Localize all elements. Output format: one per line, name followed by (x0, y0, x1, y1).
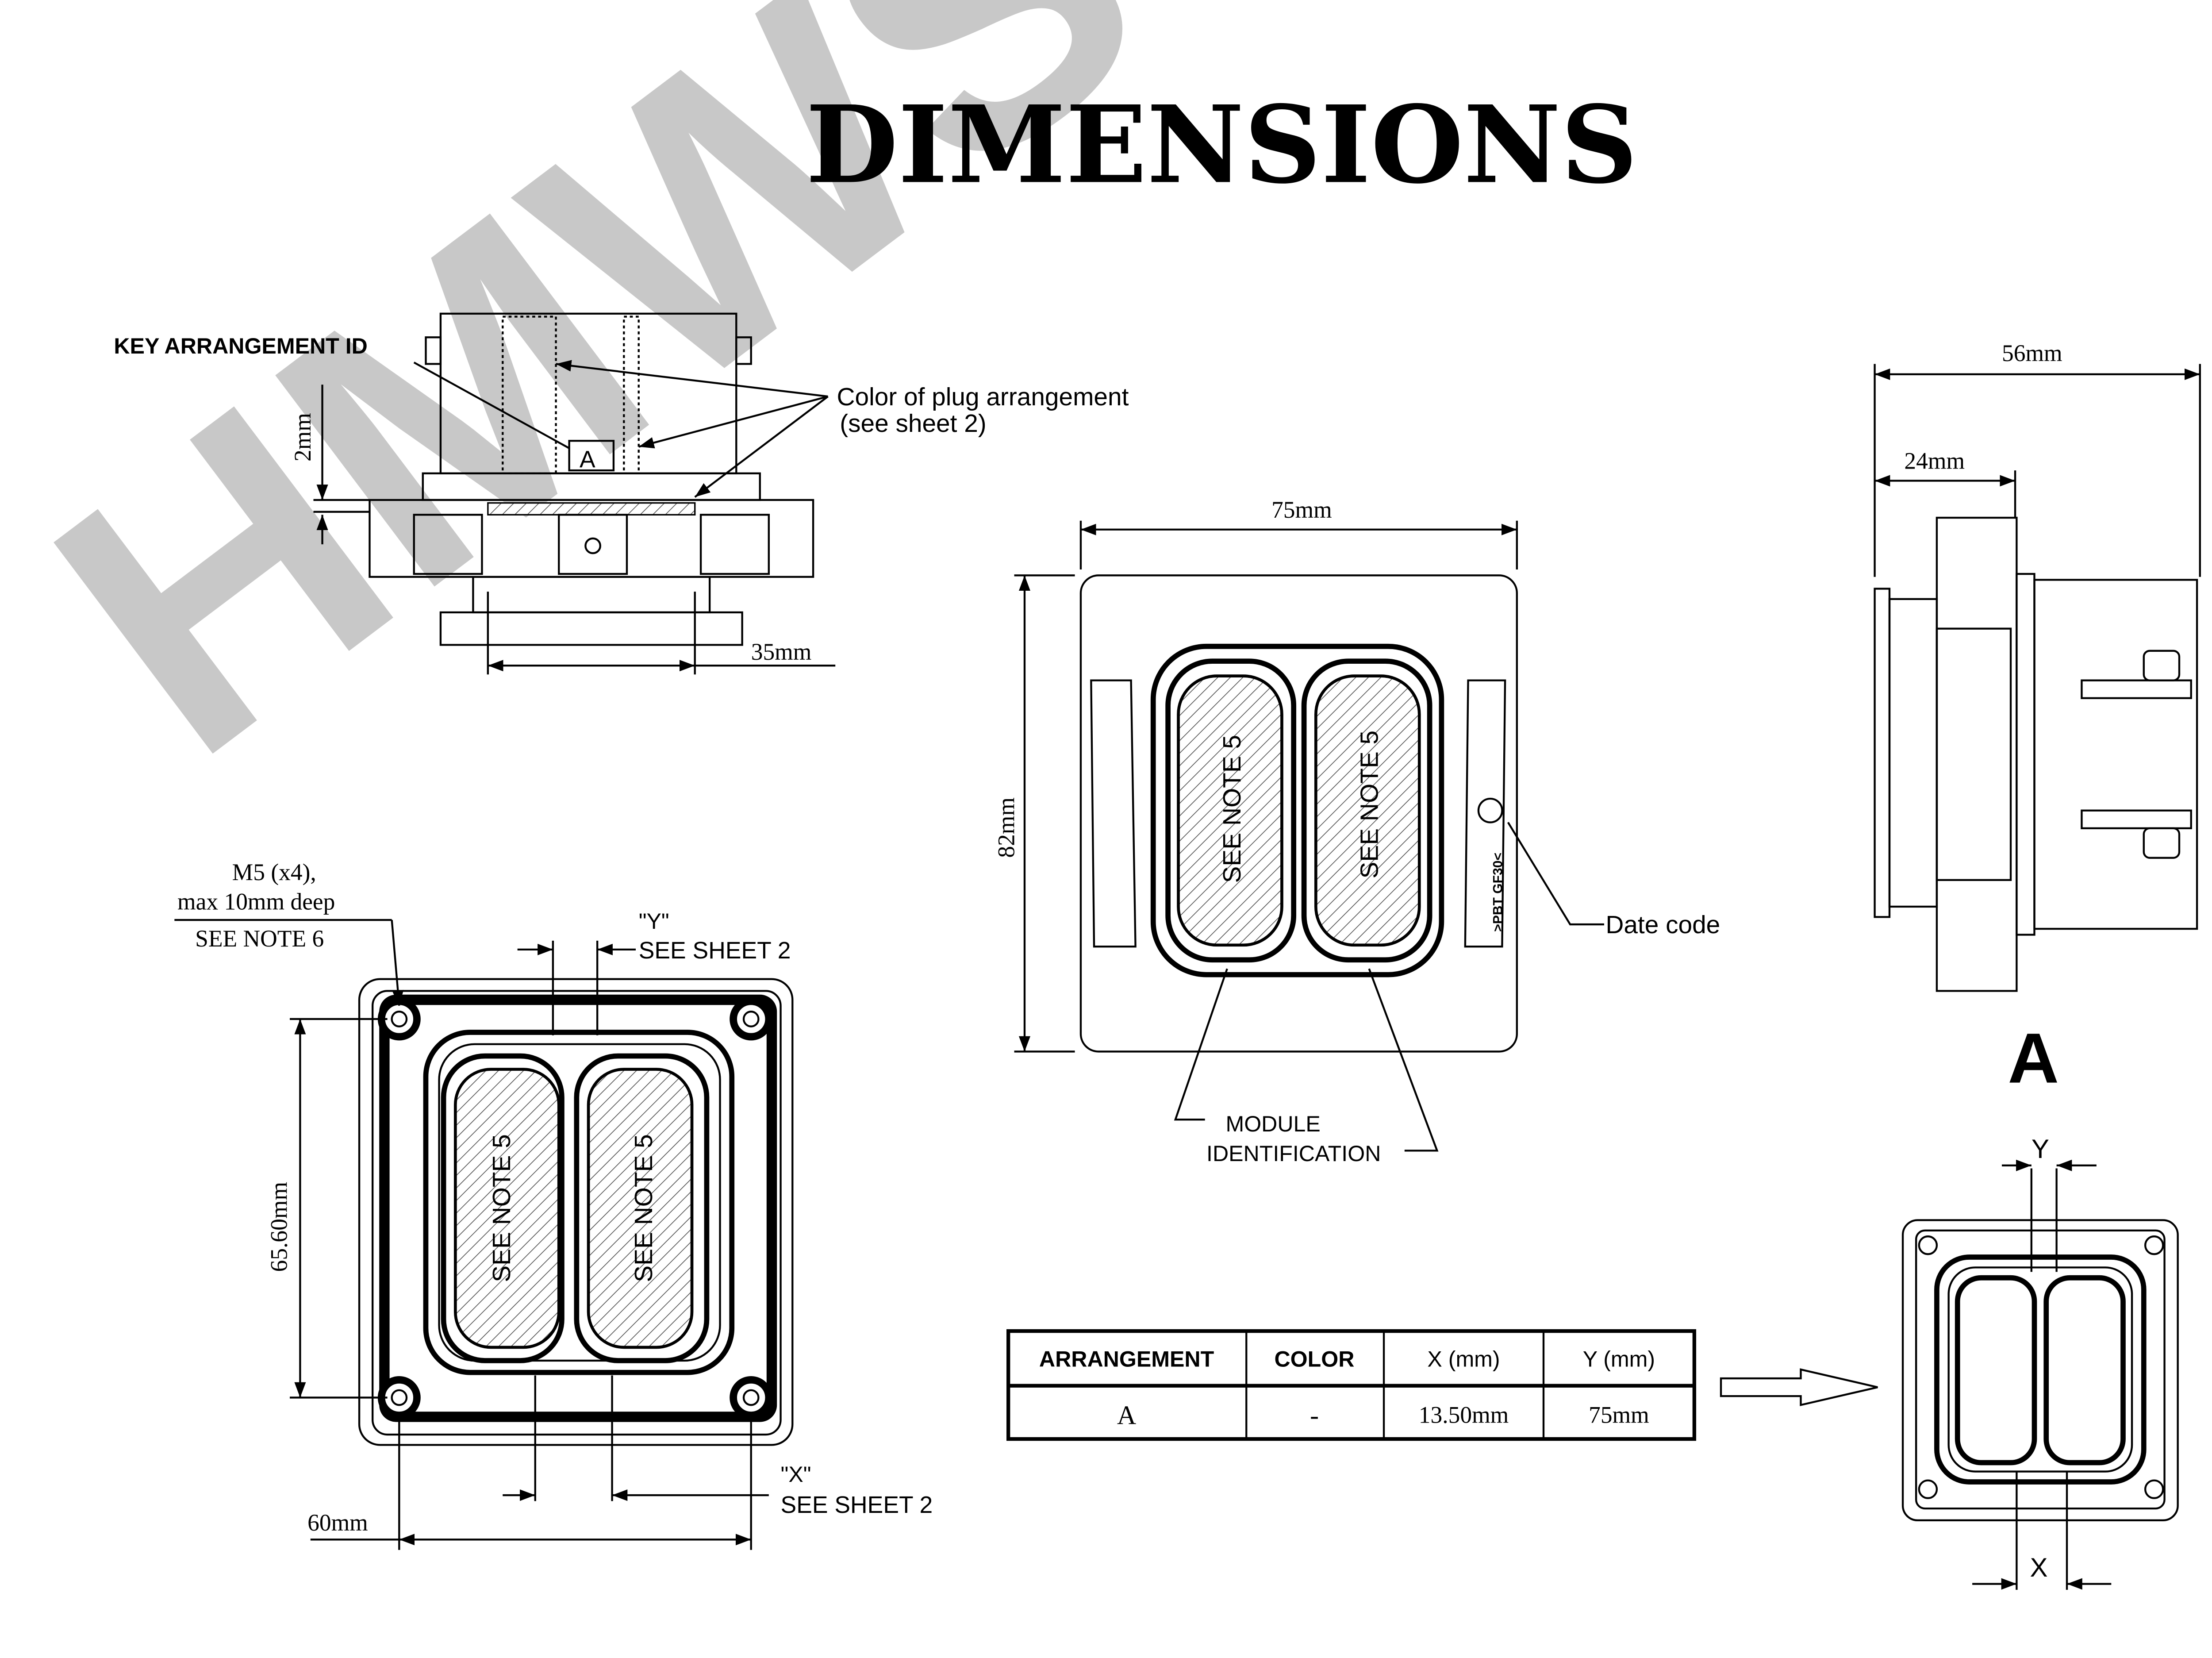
table-cell-arrangement: A (1117, 1401, 1136, 1431)
dim-65-60mm: 65.60mm (265, 1182, 292, 1272)
view-label-a: A (2008, 1019, 2059, 1098)
table-header-x: X (mm) (1427, 1346, 1500, 1371)
table-header-y: Y (mm) (1583, 1346, 1655, 1371)
x-see-sheet: SEE SHEET 2 (781, 1492, 933, 1518)
module-label: MODULE (1225, 1112, 1320, 1136)
material-mark: >PBT GF30< (1490, 853, 1505, 932)
front-view: 75mm 82mm SEE NOTE 5 SEE NOTE 5 >PBT GF3… (993, 496, 1720, 1166)
dim-60mm: 60mm (307, 1509, 368, 1536)
thread-note: SEE NOTE 6 (195, 925, 324, 952)
dim-56mm: 56mm (2002, 340, 2062, 366)
dim-width: 75mm (1271, 496, 1332, 523)
y-label: "Y" (639, 909, 669, 934)
thread-depth: max 10mm deep (177, 889, 335, 915)
arrow-right-icon (1720, 1368, 1878, 1406)
dim-height: 82mm (993, 797, 1020, 858)
dim-2mm: 2mm (289, 413, 316, 462)
dim-35mm: 35mm (751, 639, 812, 665)
detail-x-label: X (2030, 1553, 2047, 1582)
note-left: SEE NOTE 5 (1218, 735, 1246, 883)
color-label-sub: (see sheet 2) (840, 410, 986, 438)
bottom-note-left: SEE NOTE 5 (488, 1134, 516, 1282)
color-label: Color of plug arrangement (837, 383, 1129, 411)
table-cell-color: - (1310, 1401, 1319, 1431)
note-right: SEE NOTE 5 (1356, 731, 1384, 879)
page-title: DIMENSIONS (806, 82, 1637, 207)
bottom-view: SEE NOTE 5 SEE NOTE 5 M5 (x4), max 10mm … (174, 859, 933, 1550)
key-arrangement-id: A (580, 446, 595, 473)
key-arrangement-label: KEY ARRANGEMENT ID (114, 334, 368, 358)
side-view: 56mm 24mm A (1874, 340, 2201, 1098)
table-cell-y: 75mm (1589, 1401, 1649, 1428)
table-cell-x: 13.50mm (1419, 1401, 1509, 1428)
x-label: "X" (781, 1462, 811, 1487)
detail-y-label: Y (2032, 1134, 2049, 1164)
y-see-sheet: SEE SHEET 2 (639, 938, 791, 964)
table-header-color: COLOR (1275, 1346, 1355, 1371)
table-header-arrangement: ARRANGEMENT (1039, 1346, 1214, 1371)
bottom-note-right: SEE NOTE 5 (630, 1134, 658, 1282)
arrangement-table: ARRANGEMENT COLOR X (mm) Y (mm) A - 13.5… (1006, 1329, 1697, 1441)
module-label-sub: IDENTIFICATION (1206, 1141, 1381, 1166)
dim-24mm: 24mm (1904, 448, 1965, 474)
top-view: A KEY ARRANGEMENT ID Color of plug arran… (114, 312, 1129, 675)
thread-spec: M5 (x4), (232, 859, 316, 885)
detail-view: Y X (1901, 1134, 2179, 1590)
date-code-label: Date code (1605, 911, 1720, 939)
